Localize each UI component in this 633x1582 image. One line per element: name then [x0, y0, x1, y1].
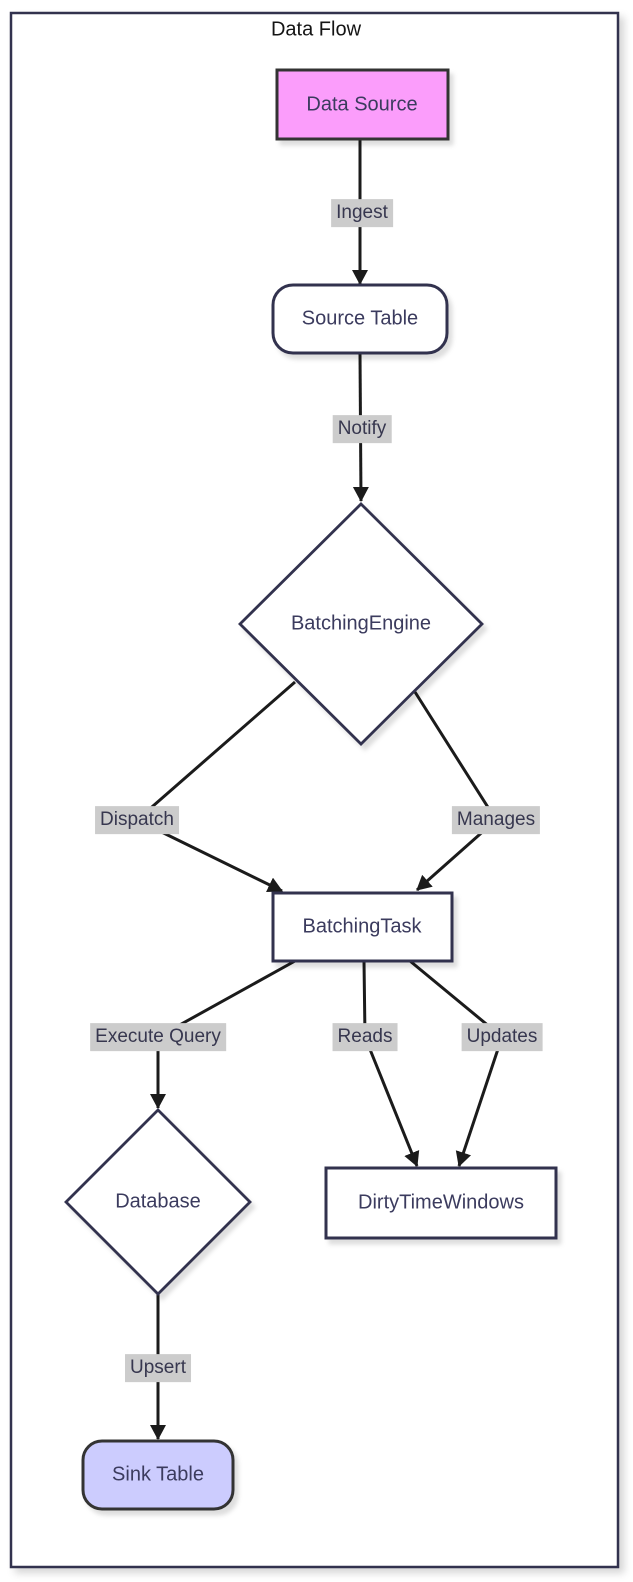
batching-engine-label: BatchingEngine: [290, 612, 432, 635]
source-table-label: Source Table: [301, 307, 419, 330]
sink-table-node: [81, 1439, 235, 1511]
batching-task-node: [271, 891, 454, 963]
batching-engine-node: [238, 502, 484, 746]
upsert-edge-label: Upsert: [125, 1354, 191, 1382]
diagram-title: Data Flow: [270, 18, 362, 41]
cluster-frame: [9, 11, 620, 1569]
sink-table-label: Sink Table: [112, 1463, 204, 1486]
manages-edge-label: Manages: [451, 806, 541, 834]
reads-edge-label: Reads: [332, 1023, 398, 1051]
updates-edge-label: Updates: [461, 1023, 543, 1051]
source-table-node: [271, 283, 449, 355]
database-label: Database: [115, 1190, 201, 1213]
batching-task-label: BatchingTask: [302, 915, 422, 938]
ingest-edge-label: Ingest: [331, 199, 393, 227]
notify-edge-label: Notify: [332, 415, 392, 443]
database-node: [64, 1108, 252, 1296]
execute-query-edge-label: Execute Query: [90, 1023, 226, 1051]
dispatch-edge-label: Dispatch: [95, 806, 179, 834]
dirty-time-windows-label: DirtyTimeWindows: [358, 1191, 524, 1214]
data-source-node: [275, 68, 450, 141]
dirty-time-windows-node: [324, 1166, 558, 1240]
data-source-label: Data Source: [306, 93, 418, 116]
